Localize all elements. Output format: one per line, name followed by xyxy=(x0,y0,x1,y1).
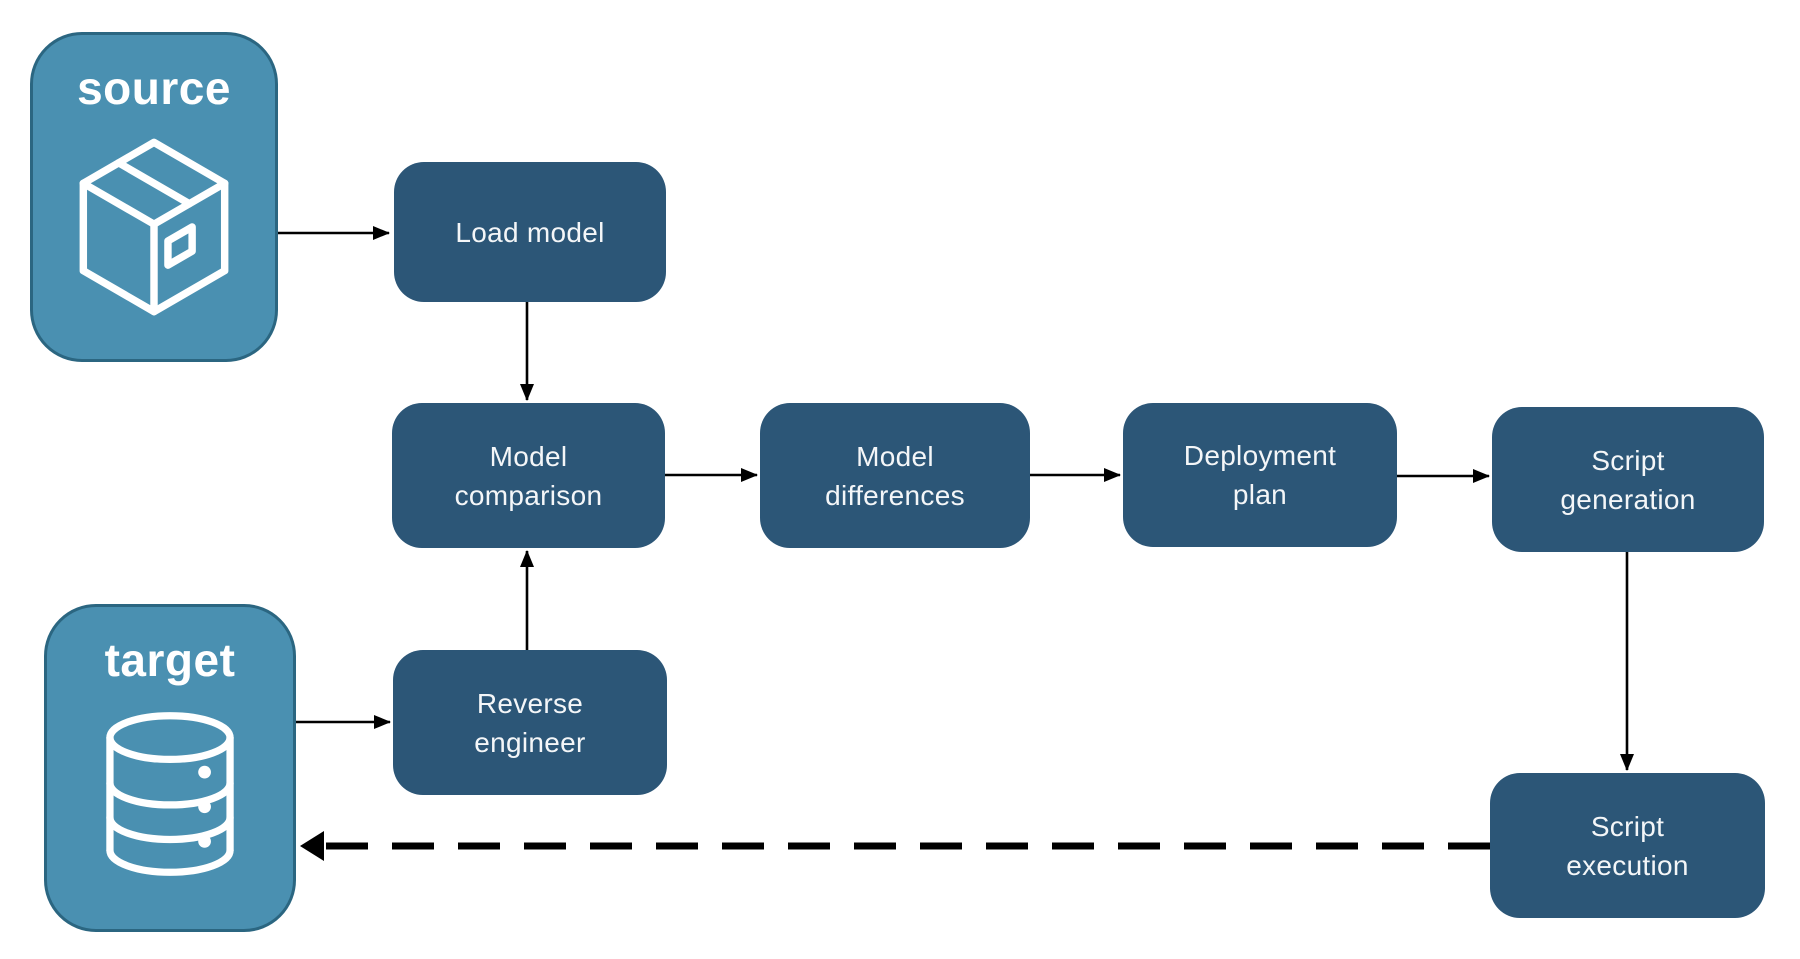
node-label-line2: engineer xyxy=(474,726,586,758)
node-load-model: Load model xyxy=(394,162,666,302)
node-target: target xyxy=(44,604,296,932)
node-source: source xyxy=(30,32,278,362)
node-label-line1: Model xyxy=(489,440,568,472)
package-icon xyxy=(79,138,229,316)
node-label-line2: comparison xyxy=(454,479,603,511)
node-model-comparison: Model comparison xyxy=(392,403,665,548)
node-label-line1: Script xyxy=(1591,444,1665,476)
node-label-line2: generation xyxy=(1560,483,1696,515)
node-reverse-engineer: Reverse engineer xyxy=(393,650,667,795)
node-label: Load model xyxy=(455,216,605,248)
node-label-line1: Script xyxy=(1590,810,1665,842)
node-deployment-plan: Deployment plan xyxy=(1123,403,1397,547)
database-icon xyxy=(106,712,234,876)
node-script-generation: Script generation xyxy=(1492,407,1764,552)
node-model-differences: Model differences xyxy=(760,403,1030,548)
source-label: source xyxy=(77,62,231,114)
node-script-execution: Script execution xyxy=(1490,773,1765,918)
node-label-line1: Reverse xyxy=(476,687,584,719)
node-label-line1: Deployment xyxy=(1183,440,1337,471)
node-label-line1: Model xyxy=(856,440,934,472)
target-label: target xyxy=(104,634,236,686)
node-label-line2: differences xyxy=(825,479,965,511)
node-label-line2: execution xyxy=(1566,849,1689,881)
node-label-line2: plan xyxy=(1232,479,1288,510)
